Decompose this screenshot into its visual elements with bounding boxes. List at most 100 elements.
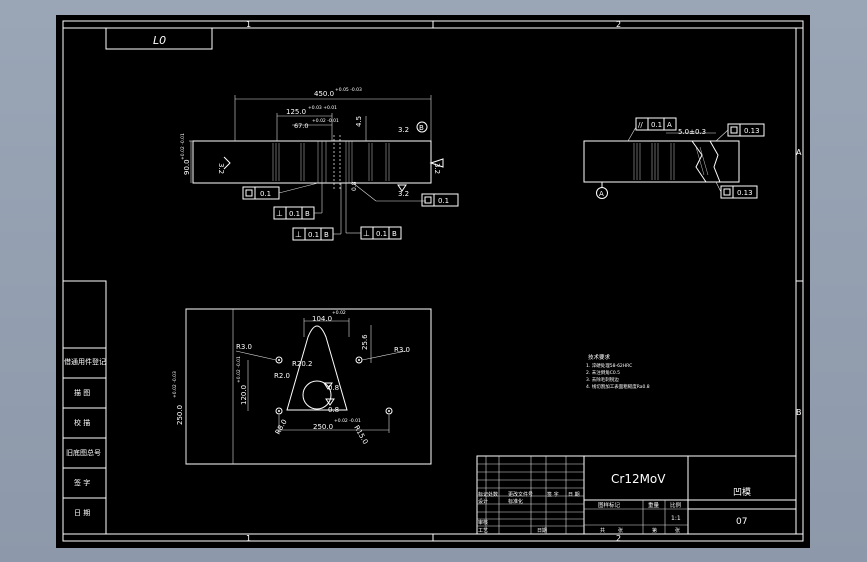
dim-67-tol: +0.02 -0.01 — [312, 118, 339, 124]
datum-b-circle — [416, 121, 428, 133]
zone-col-2-bottom: 2 — [616, 534, 621, 543]
header-sign: 签 字 — [547, 491, 559, 498]
zone-col-1: 1 — [246, 20, 251, 29]
scale-label: 比例 — [670, 501, 682, 509]
perp-symbol-1: ⊥ — [276, 209, 283, 218]
plan-view: 104.0 +0.02 25.6 R3.0 R3.0 R2.0 R20.2 R8… — [172, 308, 432, 465]
dim-256: 25.6 — [361, 334, 369, 350]
stage-label: 图样标记 — [598, 501, 621, 509]
perp3-value: 0.1 — [376, 230, 387, 238]
dim-250-h: 250.0 — [313, 423, 333, 431]
dim-104-tol: +0.02 — [332, 310, 346, 316]
flat-right-value: 0.1 — [438, 197, 449, 205]
side-label-column: 借通用件登记 描 图 校 描 旧底图总号 签 字 日 期 — [62, 280, 107, 535]
flat-top-value: 0.13 — [744, 127, 760, 135]
dim-r80: R8.0 — [274, 418, 289, 436]
dim-length: 450.0 — [314, 90, 334, 98]
perp-frame-2: ⊥ 0.1 B — [292, 183, 342, 241]
parallel-symbol: // — [638, 121, 643, 129]
perp1-value: 0.1 — [289, 210, 300, 218]
part-name: 凹模 — [733, 487, 751, 498]
dim-125-tol: +0.03 +0.01 — [308, 105, 337, 111]
perp-frame-3: ⊥ 0.1 B — [345, 183, 402, 240]
scale-value: 1:1 — [671, 515, 681, 522]
perp2-value: 0.1 — [308, 231, 319, 239]
dim-250-h-tol: +0.02 -0.01 — [334, 418, 361, 424]
datum-a: A — [599, 190, 604, 198]
rough-b: 0.8 — [328, 406, 339, 414]
datum-b: B — [419, 124, 424, 132]
notes-line-4: 4. 线切割加工表面粗糙度Ra0.8 — [586, 383, 650, 390]
zone-col-1-bottom: 1 — [246, 534, 251, 543]
side-view: // 0.1 A 5.0±0.3 0.13 0.13 A — [583, 117, 765, 199]
cad-drawing: 1 2 1 2 A B L0 借通用件登记 描 图 校 描 旧底图总号 签 字 … — [62, 20, 804, 543]
flat-left-value: 0.1 — [260, 190, 271, 198]
zone-row-a: A — [796, 148, 802, 157]
side-label-2: 校 描 — [74, 418, 90, 427]
rough-39: 3.2 — [398, 126, 409, 134]
sheet-total: 共 — [600, 527, 605, 534]
part-no: 07 — [736, 517, 747, 527]
notes-line-3: 3. 去除毛刺锐边 — [586, 376, 619, 383]
rough-a: 0.8 — [328, 384, 339, 392]
rough-left: 3.2 — [217, 163, 225, 174]
side-label-1: 描 图 — [74, 388, 90, 397]
row-standard: 标准化 — [508, 498, 523, 505]
dim-45: 4.5 — [355, 116, 363, 127]
front-outline — [192, 140, 432, 184]
rough-08: 0.8 — [351, 181, 358, 191]
dim-height: 90.0 — [183, 159, 191, 175]
dim-r20: R2.0 — [274, 372, 290, 380]
punch-opening — [286, 325, 348, 411]
drawing-sheet: 1 2 1 2 A B L0 借通用件登记 描 图 校 描 旧底图总号 签 字 … — [56, 15, 810, 548]
perp-symbol-3: ⊥ — [363, 229, 370, 238]
dim-250-v: 250.0 — [176, 405, 184, 425]
dim-250-v-tol: +0.02 -0.03 — [172, 371, 178, 398]
perp3-datum: B — [392, 230, 397, 238]
dim-104: 104.0 — [312, 315, 332, 323]
sheet-unit-2: 张 — [675, 527, 680, 534]
header-change-doc: 更改文件号 — [508, 491, 533, 498]
technical-notes: 技术要求 1. 淬硬处理58-62HRC 2. 未注倒角C0.5 3. 去除毛刺… — [586, 353, 650, 390]
perp1-datum: B — [305, 210, 310, 218]
side-label-3: 旧底图总号 — [66, 448, 101, 457]
dim-r150: R15.0 — [352, 424, 369, 446]
dim-r202: R20.2 — [292, 360, 312, 368]
flat-frame-right — [421, 193, 459, 207]
dim-height-tol: +0.02 -0.01 — [180, 133, 186, 160]
row-design: 设计 — [478, 498, 488, 505]
title-block: 标记 处数 更改文件号 签 字 日 期 设计 标准化 审核 工艺 日期 Cr12… — [476, 455, 797, 535]
perp2-datum: B — [324, 231, 329, 239]
header-mark: 标记 — [478, 491, 488, 498]
side-label-4: 签 字 — [74, 478, 90, 487]
zone-row-b: B — [796, 408, 802, 417]
dim-r30-left: R3.0 — [236, 343, 252, 351]
weight-label: 重量 — [648, 501, 660, 509]
side-label-0: 借通用件登记 — [64, 357, 106, 366]
dim-length-tol: +0.05 -0.03 — [335, 87, 362, 93]
rough-32-mid: 3.2 — [398, 190, 409, 198]
sheet-unit-1: 张 — [618, 527, 623, 534]
notes-line-2: 2. 未注倒角C0.5 — [586, 369, 620, 376]
dim-50: 5.0±0.3 — [678, 128, 706, 136]
header-count: 处数 — [488, 491, 498, 498]
material: Cr12MoV — [611, 472, 666, 486]
side-outline — [583, 140, 740, 183]
dim-125: 125.0 — [286, 108, 306, 116]
dim-67: 67.0 — [294, 122, 308, 130]
perp-symbol-2: ⊥ — [295, 230, 302, 239]
perp-frame-1: ⊥ 0.1 B — [273, 183, 323, 220]
parallel-value: 0.1 — [651, 121, 662, 129]
notes-title: 技术要求 — [588, 353, 611, 361]
inner-border — [62, 20, 804, 542]
side-label-5: 日 期 — [74, 509, 90, 517]
zone-col-2: 2 — [616, 20, 621, 29]
header-date: 日 期 — [568, 492, 580, 498]
notes-line-1: 1. 淬硬处理58-62HRC — [586, 362, 632, 369]
sheet-no: 第 — [652, 527, 657, 534]
front-view: 450.0 +0.05 -0.03 125.0 +0.03 +0.01 67.0… — [180, 87, 459, 241]
plan-outline — [185, 308, 432, 465]
dim-r30-right: R3.0 — [394, 346, 410, 354]
parallel-datum: A — [667, 121, 672, 129]
dim-120-tol: +0.02 -0.01 — [236, 356, 242, 383]
